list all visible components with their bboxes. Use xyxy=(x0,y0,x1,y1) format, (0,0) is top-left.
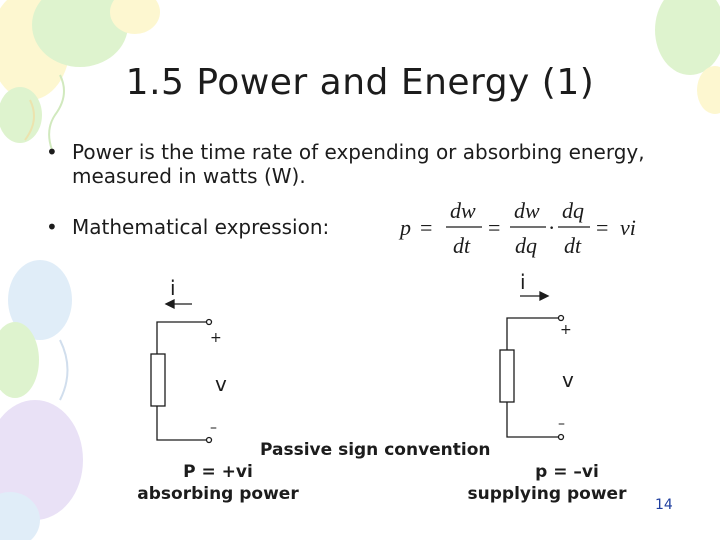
bullet-marker: • xyxy=(46,140,58,164)
formula-lhs: p xyxy=(398,215,411,240)
formula-eq2: = xyxy=(488,215,500,240)
left-minus-sign: – xyxy=(210,420,217,436)
formula-frac3-num: dq xyxy=(562,198,584,223)
bullet-power-definition: • Power is the time rate of expending or… xyxy=(46,140,672,188)
right-plus-sign: + xyxy=(560,322,572,338)
bullet-math-expression: • Mathematical expression: xyxy=(46,215,392,239)
right-current-label: i xyxy=(520,270,526,294)
slide-title: 1.5 Power and Energy (1) xyxy=(125,62,595,103)
bullet-marker: • xyxy=(46,215,58,239)
right-minus-sign: – xyxy=(558,416,565,432)
left-current-label: i xyxy=(170,276,176,300)
right-power-description: supplying power xyxy=(467,484,627,504)
power-formula: p = dw dt = dw dq · dq dt = vi xyxy=(398,198,636,258)
formula-frac1-num: dw xyxy=(450,198,476,223)
formula-frac1-den: dt xyxy=(453,233,471,258)
left-plus-sign: + xyxy=(210,330,222,346)
formula-rhs: vi xyxy=(620,215,636,240)
formula-frac3-den: dt xyxy=(564,233,582,258)
right-voltage-label: v xyxy=(562,368,574,392)
formula-frac2-num: dw xyxy=(514,198,540,223)
bullet-text: Power is the time rate of expending or a… xyxy=(72,140,645,188)
page-number: 14 xyxy=(655,497,673,513)
passive-sign-caption: Passive sign convention xyxy=(260,440,491,460)
formula-frac2-den: dq xyxy=(515,233,537,258)
right-power-equation-text: p = –vi xyxy=(535,462,599,482)
right-power-equation: p = –vi xyxy=(462,462,632,482)
formula-eq3: = xyxy=(596,215,608,240)
left-voltage-label: v xyxy=(215,372,227,396)
formula-dot: · xyxy=(548,215,555,240)
formula-eq: = xyxy=(420,215,432,240)
left-power-equation: P = +vi xyxy=(183,462,253,482)
bullet-text: Mathematical expression: xyxy=(72,215,330,239)
left-power-description: absorbing power xyxy=(137,484,299,504)
